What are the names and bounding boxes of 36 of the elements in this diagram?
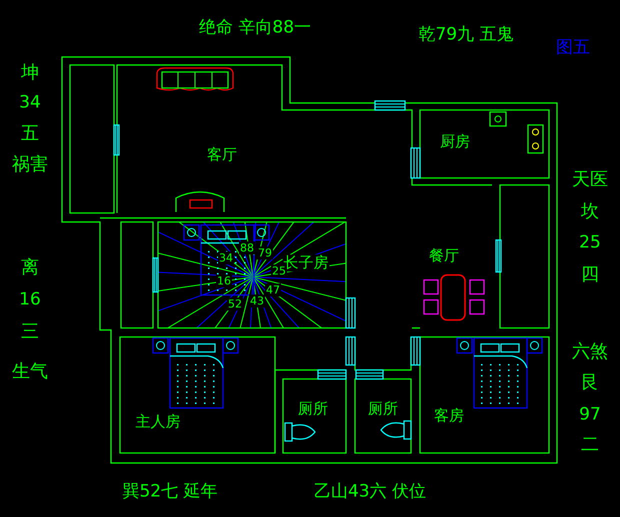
compass-number: 16	[216, 274, 232, 288]
compass-number: 79	[257, 246, 273, 260]
direction-label: 四	[581, 266, 599, 284]
compass-number: 88	[239, 242, 255, 254]
direction-label: 绝命 辛向88一	[198, 20, 312, 36]
direction-label: 97	[579, 406, 601, 424]
room-label: 客房	[433, 408, 465, 424]
direction-label: 34	[19, 94, 41, 112]
direction-label: 五	[21, 125, 39, 143]
compass-number: 47	[265, 284, 281, 296]
room-label: 餐厅	[428, 248, 460, 264]
direction-label: 祸害	[12, 156, 48, 174]
room-label: 厨房	[439, 134, 471, 150]
room-label: 厕所	[367, 400, 399, 418]
room-label: 主人房	[134, 414, 182, 430]
direction-label: 16	[19, 292, 41, 308]
direction-label: 乙山43六 伏位	[314, 484, 426, 500]
compass-number: 52	[227, 298, 243, 310]
direction-label: 六煞	[572, 343, 608, 361]
direction-label: 天医	[572, 171, 608, 189]
direction-label: 生气	[12, 363, 48, 381]
direction-label: 艮	[581, 374, 599, 392]
direction-label: 坎	[581, 203, 599, 221]
direction-label: 25	[579, 234, 601, 252]
compass-number: 34	[218, 252, 234, 264]
direction-label: 三	[21, 323, 39, 341]
compass-number: 25	[271, 264, 287, 278]
direction-label: 坤	[21, 64, 39, 82]
direction-label: 乾79九 五鬼	[418, 26, 514, 44]
direction-label: 离	[21, 259, 39, 277]
compass-number: 43	[249, 294, 265, 308]
direction-label: 二	[581, 436, 599, 454]
figure-label: 图五	[556, 40, 590, 56]
room-label: 厕所	[297, 400, 329, 418]
direction-label: 巽52七 延年	[122, 484, 218, 500]
room-label: 客厅	[206, 146, 238, 164]
